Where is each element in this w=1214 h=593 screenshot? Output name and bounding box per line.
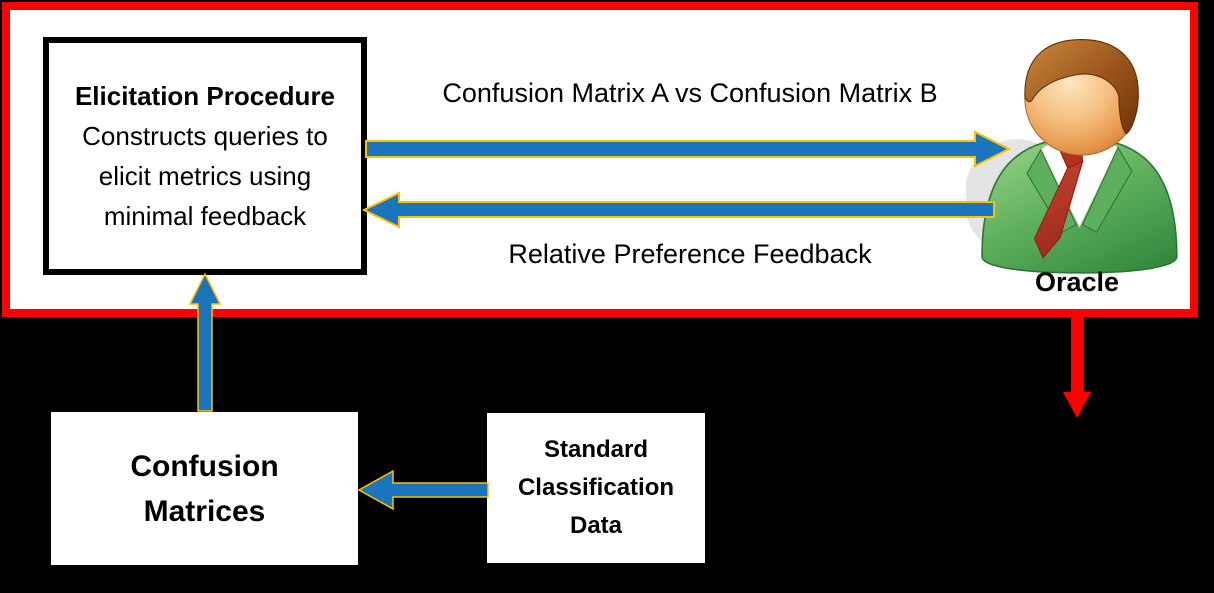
oracle-person-svg <box>963 39 1178 274</box>
oracle-output-arrow <box>1063 309 1091 418</box>
oracle-label: Oracle <box>1034 267 1120 297</box>
oracle-hair <box>1024 39 1139 135</box>
data-to-matrices-arrow <box>357 469 489 511</box>
oracle-person-icon <box>963 32 1180 274</box>
elicitation-procedure-text-line: minimal feedback <box>103 201 307 231</box>
elicitation-procedure-text-line: Constructs queries to <box>82 121 328 151</box>
oracle-tie <box>1033 160 1084 259</box>
confusion-matrices-text-line: Matrices <box>143 494 266 528</box>
confusion-matrices-text-line: Confusion <box>130 449 279 483</box>
standard-data-text-line: Classification <box>517 474 675 501</box>
standard-classification-data-box: Standard Classification Data <box>487 413 705 563</box>
query-arrow-label: Confusion Matrix A vs Confusion Matrix B <box>442 78 938 108</box>
standard-data-text-line: Data <box>569 512 623 539</box>
elicitation-procedure-title: Elicitation Procedure <box>74 81 336 111</box>
elicitation-procedure-text-line: elicit metrics using <box>98 161 312 191</box>
confusion-matrices-box: Confusion Matrices <box>51 412 358 565</box>
oracle-lapel-right <box>1081 146 1133 233</box>
standard-data-text-line: Standard <box>543 436 648 463</box>
feedback-arrow-label: Relative Preference Feedback <box>508 239 872 269</box>
elicitation-procedure-box: Elicitation Procedure Constructs queries… <box>43 37 367 275</box>
